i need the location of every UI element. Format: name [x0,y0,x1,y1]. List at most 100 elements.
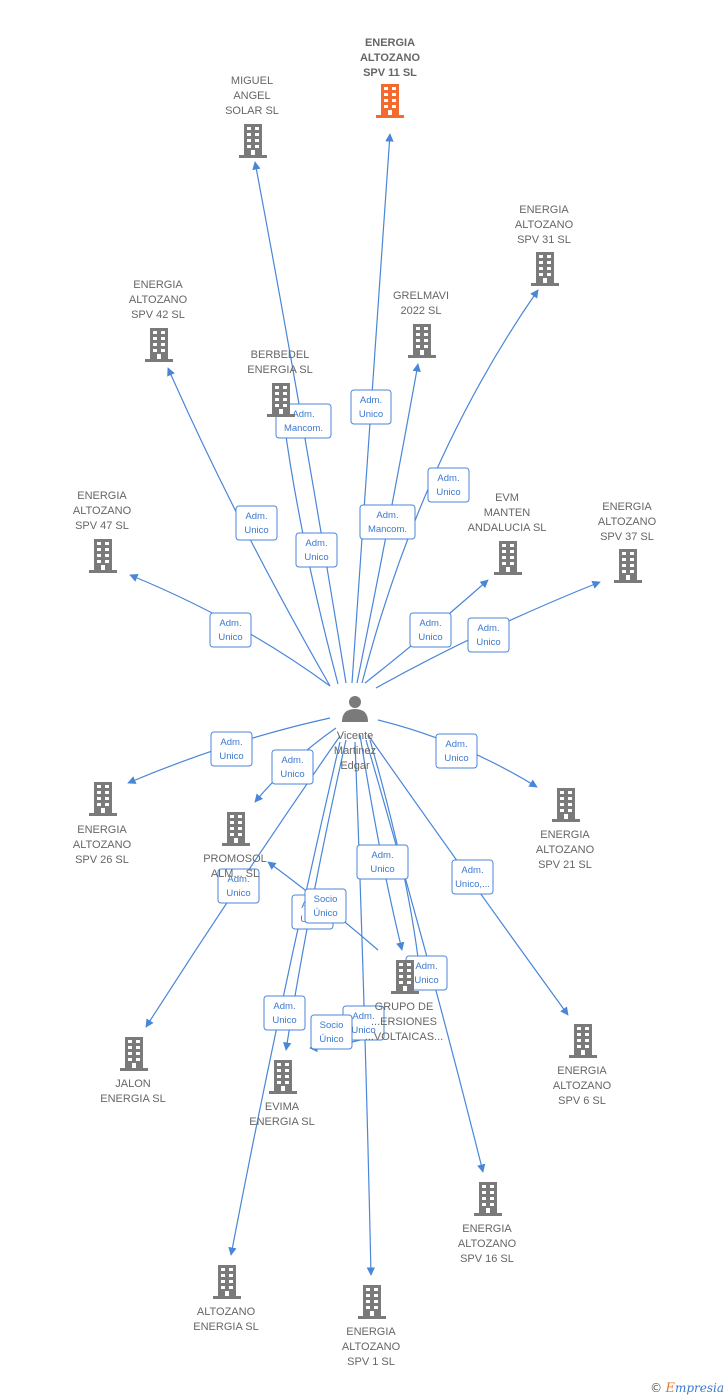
person-icon[interactable] [342,696,368,722]
edge-label-box[interactable] [295,532,338,568]
building-icon[interactable] [89,539,117,573]
building-icon[interactable] [358,1285,386,1319]
edge-label-box[interactable] [427,467,470,503]
company-name-line: BERBEDEL [251,349,310,361]
building-icon[interactable] [145,328,173,362]
company-name-line: ALTOZANO [197,1306,256,1318]
edge-label-text: Adm. [227,874,249,885]
edge-label-9[interactable]: Adm.Unico [467,617,510,653]
edge-label-7[interactable]: Adm.Unico [210,731,253,767]
company-name-line: 2022 SL [401,305,442,317]
edge-label-3[interactable]: Adm.Unico [295,532,338,568]
building-icon[interactable] [120,1037,148,1071]
company-name-line: ALTOZANO [536,844,595,856]
company-name-line: ALTOZANO [458,1238,517,1250]
company-name-line: SPV 37 SL [600,531,654,543]
edge-label-text: Adm. [219,618,241,629]
edge-label-box[interactable] [359,504,416,540]
edge-label-box[interactable] [209,612,252,648]
edge-label-8[interactable]: Adm.Unico [409,612,452,648]
company-name-line: SPV 47 SL [75,520,129,532]
edge-label-14[interactable]: Adm. Unico [217,868,260,904]
building-icon[interactable] [474,1182,502,1216]
edge-label-6[interactable]: Adm.Unico [209,612,252,648]
building-icon[interactable] [531,252,559,286]
company-name-line: SPV 26 SL [75,854,129,866]
building-icon[interactable] [89,782,117,816]
building-icon[interactable] [569,1024,597,1058]
company-name-line: ENERGIA SL [100,1093,165,1105]
company-name-line: ENERGIA [77,824,127,836]
company-name-line: ALTOZANO [342,1341,401,1353]
building-icon[interactable] [408,324,436,358]
edge-label-box[interactable] [435,733,478,769]
edge-label-box[interactable] [217,868,260,904]
building-icon[interactable] [552,788,580,822]
company-node-spv21[interactable]: ENERGIA ALTOZANO SPV 21 SL [536,788,595,871]
edge-label-0[interactable]: Adm.Unico [350,389,392,425]
edge-label-5[interactable]: Adm.Unico [235,505,278,541]
edge-label-text: Unico [226,888,250,899]
edge-label-2[interactable]: Adm.Unico [427,467,470,503]
relation-edge-19 [354,741,376,1276]
edge-label-box[interactable] [409,612,452,648]
company-name-line: ENERGIA [540,829,590,841]
edge-label-text: Unico,... [455,879,490,890]
company-name-line: JALON [115,1078,151,1090]
edge-label-box[interactable] [310,1014,353,1050]
building-icon[interactable] [376,84,404,118]
company-node-grupo[interactable]: GRUPO DE...ERSIONES...VOLTAICAS... [365,960,443,1043]
company-name-line: SPV 21 SL [538,859,592,871]
edge-label-box[interactable] [271,749,314,785]
edge-label-box[interactable] [350,389,392,425]
building-icon[interactable] [269,1060,297,1094]
edge-label-box[interactable] [356,844,409,880]
edge-label-box[interactable] [235,505,278,541]
edge-label-box[interactable] [467,617,510,653]
company-name-line: MANTEN [484,507,531,519]
building-icon[interactable] [494,541,522,575]
company-name-line: PROMOSOL [203,853,267,865]
company-name-line: SPV 11 SL [363,67,417,79]
company-name-line: SPV 1 SL [347,1356,395,1368]
company-node-jalon[interactable]: JALON ENERGIA SL [100,1037,166,1105]
edge-label-11[interactable]: Adm.Unico [435,733,478,769]
company-name-line: ENERGIA [519,204,569,216]
building-icon[interactable] [222,812,250,846]
edge-label-16[interactable]: Adm.Unico [263,995,306,1031]
edge-label-13[interactable]: Adm.Unico,... [451,859,494,895]
edge-label-box[interactable] [263,995,306,1031]
building-icon[interactable] [614,549,642,583]
edge-label-text: Unico [272,1015,296,1026]
building-icon[interactable] [213,1265,241,1299]
edge-label-text: Adm. [437,473,459,484]
edge-label-4[interactable]: Adm.Mancom. [359,504,416,540]
empresia-brand: © Empresia [650,1381,724,1396]
edge-label-box[interactable] [304,888,347,924]
edge-label-10[interactable]: Adm.Unico [271,749,314,785]
edge-label-box[interactable] [210,731,253,767]
building-icon[interactable] [239,124,267,158]
edge-label-12[interactable]: Adm.Unico [356,844,409,880]
edge-label-box[interactable] [451,859,494,895]
company-name-line: ALTOZANO [553,1080,612,1092]
